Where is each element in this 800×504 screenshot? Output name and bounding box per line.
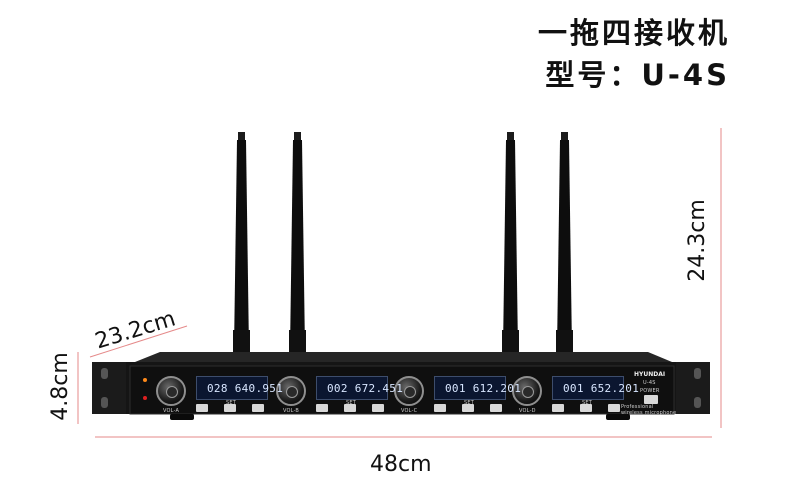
knob-label-d: VOL-D (519, 408, 536, 414)
led-orange (143, 378, 147, 382)
display-text-a: 028 640.951 (207, 382, 284, 395)
knob-label-b: VOL-B (283, 408, 300, 414)
unit-top (135, 352, 672, 362)
display-text-d: 001 652.201 (563, 382, 640, 395)
button-b-left[interactable] (316, 404, 328, 412)
button-c-set[interactable] (462, 404, 474, 412)
knob-label-c: VOL-C (401, 408, 418, 414)
antenna-1 (233, 132, 250, 352)
button-c-right[interactable] (490, 404, 502, 412)
volume-knob-b[interactable] (276, 376, 306, 406)
foot-left (170, 414, 194, 420)
button-d-set[interactable] (580, 404, 592, 412)
led-red (143, 396, 147, 400)
button-d-right[interactable] (608, 404, 620, 412)
depth-dimension-line (89, 325, 188, 358)
button-a-right[interactable] (252, 404, 264, 412)
display-text-b: 002 672.451 (327, 382, 404, 395)
button-c-left[interactable] (434, 404, 446, 412)
power-label: POWER (640, 388, 660, 394)
rack-ear-left (92, 362, 126, 414)
display-channel-d: 001 652.201 (552, 376, 639, 400)
button-a-left[interactable] (196, 404, 208, 412)
button-a-set[interactable] (224, 404, 236, 412)
button-b-right[interactable] (372, 404, 384, 412)
height-dimension-label: 4.8cm (47, 352, 73, 421)
antenna-2 (289, 132, 306, 352)
set-label-d: SET (582, 400, 592, 406)
volume-knob-a[interactable] (156, 376, 186, 406)
power-switch[interactable] (644, 395, 658, 404)
display-channel-c: 001 612.201 (434, 376, 521, 400)
antenna-4 (556, 132, 573, 352)
brand-label: HYUNDAI (634, 371, 666, 378)
antenna-3 (502, 132, 519, 352)
button-d-left[interactable] (552, 404, 564, 412)
rack-ear-right (676, 362, 710, 414)
display-text-c: 001 612.201 (445, 382, 522, 395)
volume-knob-c[interactable] (394, 376, 424, 406)
professional-text: Professional (621, 404, 654, 410)
set-label-a: SET (226, 400, 236, 406)
knob-label-a: VOL-A (163, 408, 180, 414)
product-title: 一拖四接收机 (537, 16, 730, 50)
model-title: 型号：U-4S (545, 58, 730, 92)
width-dimension-label: 48cm (370, 452, 432, 477)
model-label: U-4S (643, 380, 656, 386)
set-label-c: SET (464, 400, 474, 406)
set-label-b: SET (346, 400, 356, 406)
foot-right (606, 414, 630, 420)
volume-knob-d[interactable] (512, 376, 542, 406)
display-channel-a: 028 640.951 (196, 376, 283, 400)
button-b-set[interactable] (344, 404, 356, 412)
wireless-text: wireless microphone (621, 410, 677, 416)
antenna-height-dimension-label: 24.3cm (684, 199, 710, 282)
display-channel-b: 002 672.451 (316, 376, 403, 400)
